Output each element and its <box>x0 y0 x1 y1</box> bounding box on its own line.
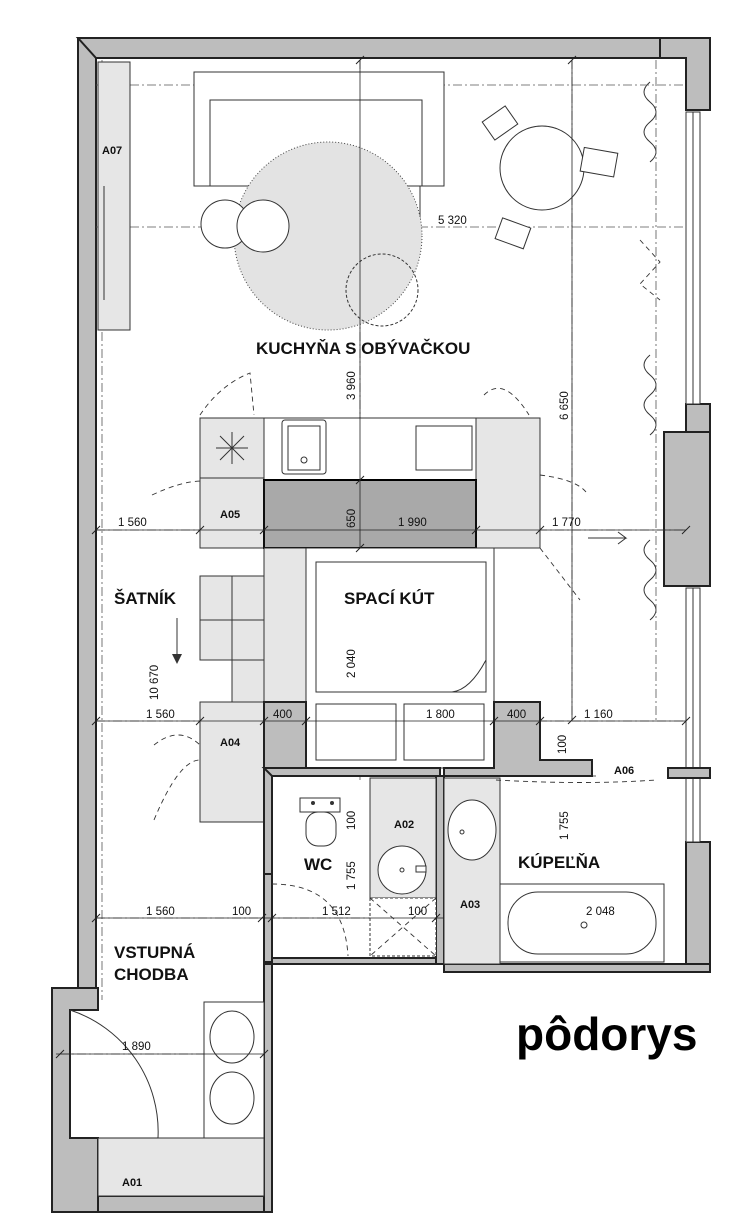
bathroom <box>443 775 665 965</box>
code-a01: A01 <box>122 1177 142 1189</box>
dim-2048: 2 048 <box>586 906 615 918</box>
dim-3960: 3 960 <box>346 371 358 400</box>
dim-10670: 10 670 <box>149 665 161 700</box>
room-label-kitchen: KUCHYŇA S OBÝVAČKOU <box>256 339 470 358</box>
code-a03: A03 <box>460 899 480 911</box>
curtains <box>639 81 661 621</box>
dim-650: 650 <box>346 509 358 528</box>
dim-1755-bath: 1 755 <box>559 811 571 840</box>
room-label-spaci-kut: SPACÍ KÚT <box>344 589 435 608</box>
dim-1890: 1 890 <box>122 1041 151 1053</box>
code-a04: A04 <box>220 737 241 749</box>
dim-1560-bottom: 1 560 <box>146 906 175 918</box>
dim-1755-wc: 1 755 <box>346 861 358 890</box>
entrance <box>69 1001 265 1197</box>
code-a07: A07 <box>102 145 122 157</box>
dim-1160: 1 160 <box>584 709 613 721</box>
dim-1770: 1 770 <box>552 517 581 529</box>
bed <box>305 531 628 769</box>
room-label-satnik: ŠATNÍK <box>114 589 177 608</box>
dim-1512: 1 512 <box>322 906 351 918</box>
outer-walls <box>51 37 711 1213</box>
dim-400-right: 400 <box>507 709 526 721</box>
dim-400-left: 400 <box>273 709 292 721</box>
dim-100-hall: 100 <box>232 906 251 918</box>
dim-5320: 5 320 <box>438 215 467 227</box>
room-label-kupelna: KÚPEĽŇA <box>518 853 600 872</box>
dim-6650: 6 650 <box>559 391 571 420</box>
wc-room <box>271 777 437 957</box>
windows <box>667 111 711 843</box>
room-label-chodba: CHODBA <box>114 965 189 984</box>
dim-1560-mid: 1 560 <box>146 709 175 721</box>
living-area <box>97 61 619 496</box>
dim-2040: 2 040 <box>346 649 358 678</box>
room-label-vstupna: VSTUPNÁ <box>114 943 195 962</box>
dim-100-bath: 100 <box>557 735 569 754</box>
kitchen-unit <box>199 417 541 549</box>
dim-100-wc: 100 <box>346 811 358 830</box>
dim-1560-top: 1 560 <box>118 517 147 529</box>
dim-1990: 1 990 <box>398 517 427 529</box>
code-a05: A05 <box>220 509 240 521</box>
plan-title: pôdorys <box>516 1008 697 1060</box>
dim-100-shower: 100 <box>408 906 427 918</box>
dimension-lines <box>55 55 691 1059</box>
dim-1800: 1 800 <box>426 709 455 721</box>
code-a06: A06 <box>614 765 634 777</box>
room-label-wc: WC <box>304 855 332 874</box>
code-a02: A02 <box>394 819 414 831</box>
wardrobe <box>153 547 307 823</box>
